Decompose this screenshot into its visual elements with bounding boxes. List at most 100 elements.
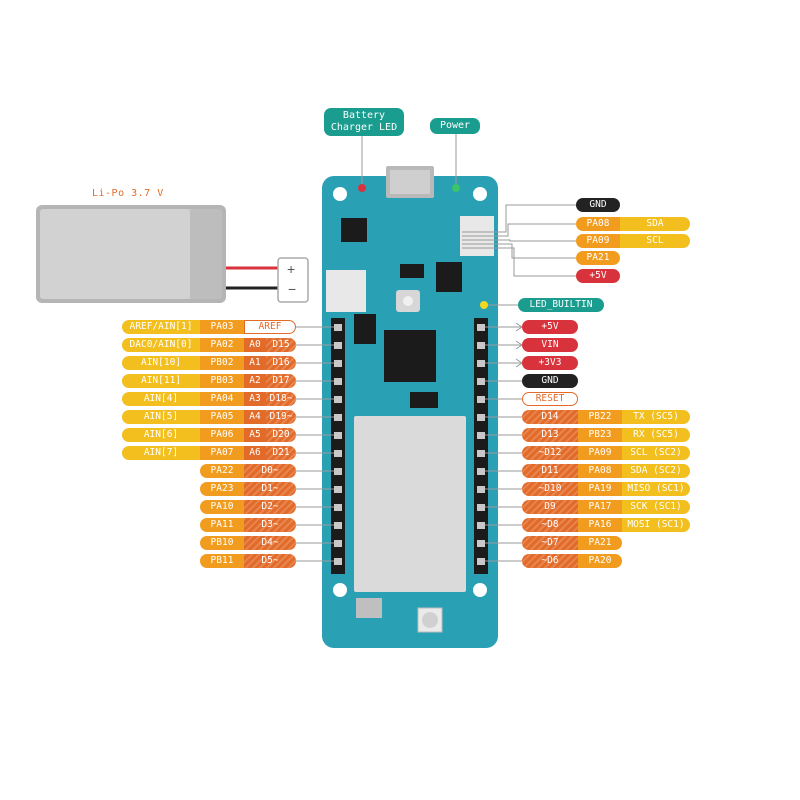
i2c-func-label: SCL	[620, 234, 690, 248]
right-func-label: TX (SC5)	[622, 410, 690, 424]
battery	[36, 205, 226, 303]
port-label: PB03	[200, 374, 244, 388]
right-digital-label: ~D8	[522, 518, 578, 532]
digital-label: D15	[266, 338, 296, 352]
left-header-pin	[334, 558, 342, 565]
ain-label: AIN[10]	[122, 356, 200, 370]
port-label: PA02	[200, 338, 244, 352]
ain-label: AIN[5]	[122, 410, 200, 424]
battery-charger-led-label: Battery Charger LED	[324, 108, 404, 136]
right-header-pin	[477, 378, 485, 385]
port-label: PA05	[200, 410, 244, 424]
top-right-leader	[462, 239, 576, 242]
analog-label: A4	[244, 410, 266, 424]
power-pin-label: +5V	[522, 320, 578, 334]
power-pin-label: RESET	[522, 392, 578, 406]
top-right-label: PA21	[576, 251, 620, 265]
right-digital-label: ~D7	[522, 536, 578, 550]
power-led-label: Power	[430, 118, 480, 134]
right-header-pin	[477, 540, 485, 547]
right-func-label: SCL (SC2)	[622, 446, 690, 460]
right-port-label: PA08	[578, 464, 622, 478]
battery-label: Li-Po 3.7 V	[92, 188, 164, 199]
analog-label: A3	[244, 392, 266, 406]
i2c-func-label: SDA	[620, 217, 690, 231]
right-port-label: PA16	[578, 518, 622, 532]
digital-label: D2~	[244, 500, 296, 514]
left-header-pin	[334, 450, 342, 457]
port-label: PA07	[200, 446, 244, 460]
digital-label: D1~	[244, 482, 296, 496]
right-port-label: PA17	[578, 500, 622, 514]
right-digital-label: ~D6	[522, 554, 578, 568]
led-builtin-dot	[480, 301, 488, 309]
i2c-port-label: PA08	[576, 217, 620, 231]
right-func-label: SDA (SC2)	[622, 464, 690, 478]
leader-lines	[296, 134, 576, 562]
led-builtin-label: LED_BUILTIN	[518, 298, 604, 312]
right-header-pin	[477, 558, 485, 565]
port-label: PA11	[200, 518, 244, 532]
right-digital-label: D9	[522, 500, 578, 514]
port-label: PB02	[200, 356, 244, 370]
left-header-pin	[334, 378, 342, 385]
left-header-pin	[334, 324, 342, 331]
right-header-pin	[477, 360, 485, 367]
right-port-label: PB23	[578, 428, 622, 442]
top-right-label: GND	[576, 198, 620, 212]
port-label: PA22	[200, 464, 244, 478]
left-header-pin	[334, 396, 342, 403]
digital-label: D0~	[244, 464, 296, 478]
i2c-port-label: PA09	[576, 234, 620, 248]
right-header-pin	[477, 396, 485, 403]
digital-label: D21	[266, 446, 296, 460]
right-port-label: PA21	[578, 536, 622, 550]
right-header-pin	[477, 504, 485, 511]
right-header-pin	[477, 486, 485, 493]
right-func-label: MOSI (SC1)	[622, 518, 690, 532]
digital-label: D19~	[266, 410, 296, 424]
right-digital-label: ~D10	[522, 482, 578, 496]
right-digital-label: D13	[522, 428, 578, 442]
right-digital-label: ~D12	[522, 446, 578, 460]
top-right-label: +5V	[576, 269, 620, 283]
top-right-leader	[462, 247, 576, 277]
right-digital-label: D11	[522, 464, 578, 478]
right-func-label: RX (SC5)	[622, 428, 690, 442]
port-label: PB11	[200, 554, 244, 568]
left-header-pin	[334, 414, 342, 421]
ain-label: AIN[7]	[122, 446, 200, 460]
right-digital-label: D14	[522, 410, 578, 424]
digital-label: D5~	[244, 554, 296, 568]
right-header-pin	[477, 450, 485, 457]
board	[322, 166, 498, 648]
left-header-pin	[334, 360, 342, 367]
analog-label: A5	[244, 428, 266, 442]
port-label: PA10	[200, 500, 244, 514]
aref-label: AREF	[244, 320, 296, 334]
analog-label: A6	[244, 446, 266, 460]
ain-label: AREF/AIN[1]	[122, 320, 200, 334]
right-header-pin	[477, 468, 485, 475]
port-label: PB10	[200, 536, 244, 550]
port-label: PA03	[200, 320, 244, 334]
right-func-label: MISO (SC1)	[622, 482, 690, 496]
ain-label: AIN[6]	[122, 428, 200, 442]
analog-label: A0	[244, 338, 266, 352]
left-header-pin	[334, 522, 342, 529]
analog-label: A1	[244, 356, 266, 370]
battery-wires	[226, 266, 280, 290]
left-header-pin	[334, 342, 342, 349]
right-port-label: PA19	[578, 482, 622, 496]
connector-plus: +	[287, 261, 296, 277]
top-right-leader	[462, 204, 576, 233]
power-pin-label: VIN	[522, 338, 578, 352]
right-port-label: PA09	[578, 446, 622, 460]
right-port-label: PB22	[578, 410, 622, 424]
digital-label: D17	[266, 374, 296, 388]
right-header-pin	[477, 324, 485, 331]
right-header-pin	[477, 522, 485, 529]
right-header-pin	[477, 432, 485, 439]
